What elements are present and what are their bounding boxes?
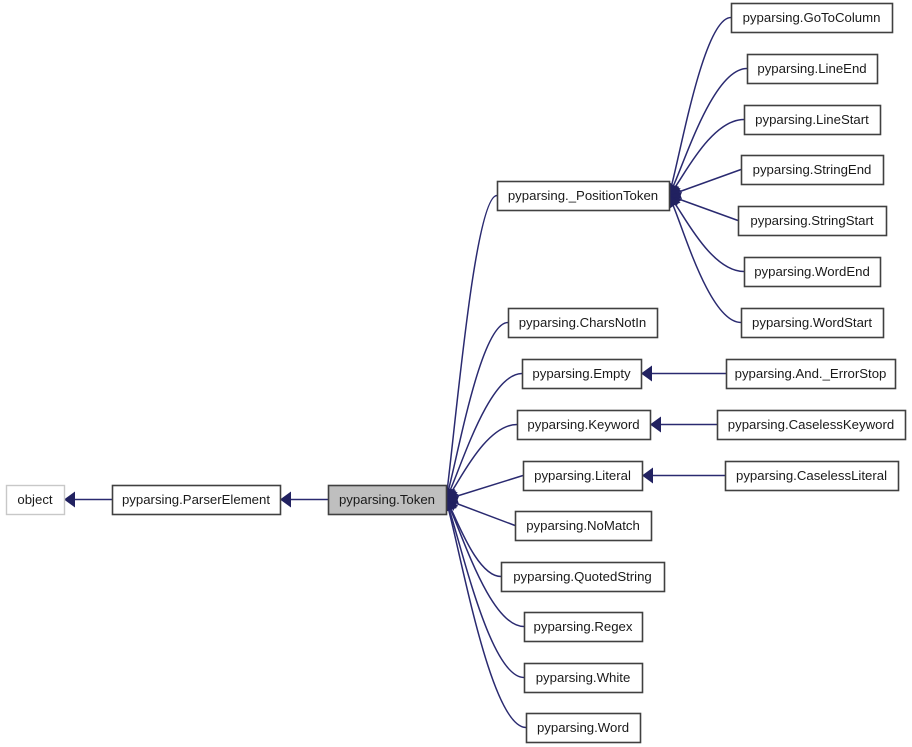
class-node-label: pyparsing.Word <box>537 720 629 735</box>
class-node-pyparsing-token[interactable]: pyparsing.Token <box>327 484 448 516</box>
class-node-box[interactable] <box>740 307 885 339</box>
class-node-box[interactable] <box>507 307 659 339</box>
inheritance-edge-stringend-to-positiontoken <box>679 168 742 193</box>
class-node-label: pyparsing.LineStart <box>755 112 869 127</box>
inheritance-edge-white-to-token <box>448 509 525 679</box>
class-node-label: pyparsing.CaselessLiteral <box>736 468 887 483</box>
class-node-label: pyparsing.Literal <box>534 468 631 483</box>
class-node-label: pyparsing.Regex <box>534 619 633 634</box>
class-node-pyparsing-wordstart[interactable]: pyparsing.WordStart <box>740 307 885 339</box>
class-node-pyparsing-literal[interactable]: pyparsing.Literal <box>522 460 644 492</box>
class-node-label: pyparsing.And._ErrorStop <box>735 366 887 381</box>
class-node-pyparsing-stringend[interactable]: pyparsing.StringEnd <box>740 154 885 186</box>
node-layer: object pyparsing.ParserElement pyparsing.T… <box>5 2 907 744</box>
inheritance-edge-literal-to-token <box>456 474 524 497</box>
edge-layer <box>64 16 748 729</box>
inheritance-arrowhead-object <box>64 491 75 508</box>
class-node-box[interactable] <box>516 409 652 441</box>
class-node-box[interactable] <box>327 484 448 516</box>
inheritance-edge-nomatch-to-token <box>456 502 516 527</box>
class-node-box[interactable] <box>743 104 882 136</box>
inheritance-edge-quotedstring-to-token <box>450 508 502 578</box>
inheritance-arrowhead-empty <box>641 365 652 382</box>
class-node-pyparsing-nomatch[interactable]: pyparsing.NoMatch <box>514 510 653 542</box>
class-node-object[interactable]: object <box>5 484 66 516</box>
class-node-box[interactable] <box>724 460 900 492</box>
inheritance-edge-charsnotin-to-token <box>448 321 509 490</box>
class-node-pyparsing-gotocolumn[interactable]: pyparsing.GoToColumn <box>730 2 894 34</box>
class-node-label: pyparsing.LineEnd <box>757 61 866 76</box>
class-node-box[interactable] <box>746 53 879 85</box>
class-node-pyparsing-parserelement[interactable]: pyparsing.ParserElement <box>111 484 282 516</box>
class-node-box[interactable] <box>496 180 671 212</box>
class-node-box[interactable] <box>522 460 644 492</box>
inheritance-edge-gotocolumn-to-positiontoken <box>670 16 732 186</box>
class-node-box[interactable] <box>514 510 653 542</box>
class-node-box[interactable] <box>725 358 897 390</box>
class-node-pyparsing-keyword[interactable]: pyparsing.Keyword <box>516 409 652 441</box>
class-node-label: pyparsing.CharsNotIn <box>519 315 647 330</box>
class-node-pyparsing-white[interactable]: pyparsing.White <box>523 662 644 694</box>
class-node-label: pyparsing.Keyword <box>527 417 639 432</box>
inheritance-edge-stringstart-to-positiontoken <box>679 198 739 222</box>
class-node-box[interactable] <box>111 484 282 516</box>
class-node-box[interactable] <box>523 611 644 643</box>
class-node-pyparsing-empty[interactable]: pyparsing.Empty <box>521 358 643 390</box>
class-node-label: pyparsing.GoToColumn <box>743 10 881 25</box>
inheritance-edge-lineend-to-positiontoken <box>672 67 748 186</box>
class-node-label: pyparsing.Empty <box>532 366 631 381</box>
inheritance-edge-linestart-to-positiontoken <box>674 118 745 188</box>
class-node-label: pyparsing.White <box>536 670 631 685</box>
class-node-pyparsing-regex[interactable]: pyparsing.Regex <box>523 611 644 643</box>
class-node-pyparsing-linestart[interactable]: pyparsing.LineStart <box>743 104 882 136</box>
class-node-label: pyparsing.ParserElement <box>122 492 270 507</box>
class-node-box[interactable] <box>737 205 888 237</box>
class-node-box[interactable] <box>743 256 882 288</box>
class-node-box[interactable] <box>525 712 642 744</box>
class-node-box[interactable] <box>500 561 666 593</box>
class-node-pyparsing-charsnotin[interactable]: pyparsing.CharsNotIn <box>507 307 659 339</box>
class-node-pyparsing-stringstart[interactable]: pyparsing.StringStart <box>737 205 888 237</box>
class-node-pyparsing-word[interactable]: pyparsing.Word <box>525 712 642 744</box>
inheritance-arrowhead-keyword <box>650 416 661 433</box>
class-node-pyparsing-positiontoken[interactable]: pyparsing._PositionToken <box>496 180 671 212</box>
class-node-label: pyparsing.StringEnd <box>753 162 872 177</box>
inheritance-arrowhead-parserelement <box>280 491 291 508</box>
class-node-pyparsing-and-errorstop[interactable]: pyparsing.And._ErrorStop <box>725 358 897 390</box>
inheritance-edge-wordend-to-positiontoken <box>674 203 745 273</box>
inheritance-arrowhead-literal <box>642 467 653 484</box>
class-node-box[interactable] <box>5 484 66 516</box>
class-node-box[interactable] <box>523 662 644 694</box>
class-node-label: pyparsing.WordEnd <box>754 264 870 279</box>
inheritance-edge-positiontoken-to-token <box>446 194 498 489</box>
class-node-box[interactable] <box>740 154 885 186</box>
inheritance-edge-wordstart-to-positiontoken <box>672 205 742 324</box>
class-node-label: pyparsing.WordStart <box>752 315 872 330</box>
class-node-label: pyparsing.QuotedString <box>513 569 652 584</box>
class-node-pyparsing-caselesskeyword[interactable]: pyparsing.CaselessKeyword <box>716 409 907 441</box>
class-node-label: pyparsing.Token <box>339 492 435 507</box>
class-node-label: object <box>17 492 53 507</box>
class-node-pyparsing-caselessliteral[interactable]: pyparsing.CaselessLiteral <box>724 460 900 492</box>
inheritance-edge-keyword-to-token <box>451 423 518 491</box>
class-node-label: pyparsing.NoMatch <box>526 518 640 533</box>
class-node-pyparsing-lineend[interactable]: pyparsing.LineEnd <box>746 53 879 85</box>
class-node-label: pyparsing.CaselessKeyword <box>728 417 894 432</box>
class-node-box[interactable] <box>716 409 907 441</box>
class-node-box[interactable] <box>730 2 894 34</box>
inheritance-edge-regex-to-token <box>449 509 525 628</box>
class-node-box[interactable] <box>521 358 643 390</box>
class-node-label: pyparsing.StringStart <box>750 213 873 228</box>
class-node-label: pyparsing._PositionToken <box>508 188 658 203</box>
inheritance-edge-empty-to-token <box>449 372 523 490</box>
class-node-pyparsing-wordend[interactable]: pyparsing.WordEnd <box>743 256 882 288</box>
class-node-pyparsing-quotedstring[interactable]: pyparsing.QuotedString <box>500 561 666 593</box>
inheritance-edge-word-to-token <box>448 509 527 729</box>
